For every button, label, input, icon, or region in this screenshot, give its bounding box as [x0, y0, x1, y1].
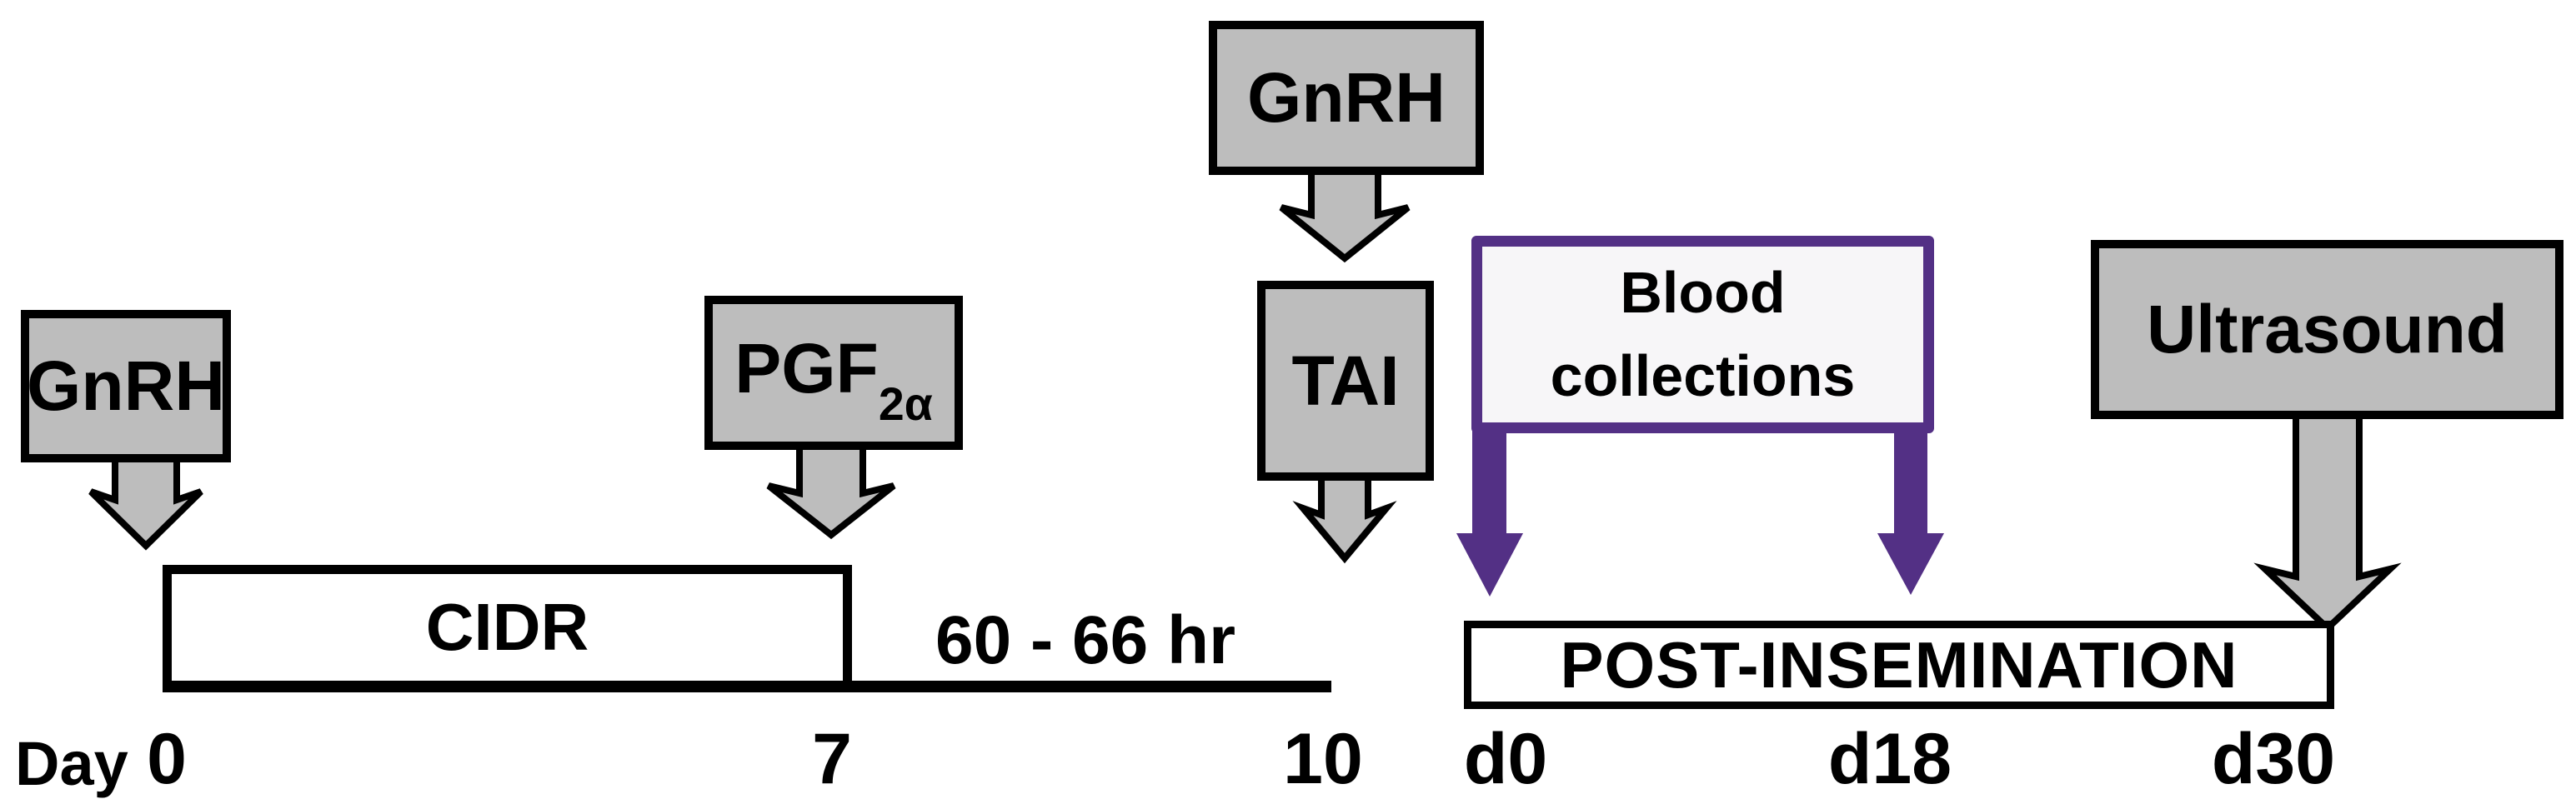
interval-60-66hr-label: 60 - 66 hr [935, 602, 1236, 678]
gnrh-day10-box: GnRH [1209, 21, 1484, 175]
axis-label-d30: d30 [2211, 719, 2336, 799]
post-insemination-bar: POST-INSEMINATION [1464, 621, 2334, 709]
ultrasound-box: Ultrasound [2091, 240, 2563, 419]
axis-label-day10: 10 [1283, 719, 1363, 799]
pgf2a-down-arrow-icon [766, 442, 896, 540]
blood-d18-arrow-head-icon [1877, 533, 1944, 595]
axis-label-day7: 7 [812, 719, 852, 799]
tai-box: TAI [1257, 281, 1434, 481]
blood-collections-line2: collections [1550, 342, 1856, 408]
pgf2a-label: PGF2α [734, 328, 933, 430]
axis-label-day0: 0 [147, 719, 187, 799]
gnrh-day10-label: GnRH [1247, 58, 1446, 137]
axis-label-d0: d0 [1463, 719, 1548, 799]
blood-d0-arrow-head-icon [1456, 533, 1523, 597]
gnrh-day0-box: GnRH [21, 310, 231, 462]
pgf2a-box: PGF2α [704, 296, 963, 450]
ultrasound-label: Ultrasound [2147, 291, 2508, 367]
gnrh-day0-label: GnRH [27, 347, 225, 425]
tai-down-arrow-icon [1292, 472, 1397, 564]
axis-day-prefix: Day [15, 729, 128, 798]
post-insemination-label: POST-INSEMINATION [1560, 627, 2238, 702]
blood-d0-arrow-shaft-icon [1472, 428, 1506, 537]
pgf2a-subscript: 2α [878, 377, 933, 430]
axis-label-d18: d18 [1827, 719, 1952, 799]
blood-collections-line1: Blood [1620, 260, 1786, 326]
timeline-line [163, 681, 1331, 692]
blood-collections-box: Blood collections [1471, 236, 1934, 433]
cidr-label: CIDR [425, 590, 589, 664]
gnrh-day10-down-arrow-icon [1279, 167, 1411, 263]
cidr-bar: CIDR [163, 565, 852, 690]
gnrh-day0-down-arrow-icon [88, 453, 203, 551]
blood-d18-arrow-shaft-icon [1894, 428, 1927, 537]
ultrasound-down-arrow-icon [2253, 411, 2402, 633]
tai-label: TAI [1291, 341, 1400, 420]
